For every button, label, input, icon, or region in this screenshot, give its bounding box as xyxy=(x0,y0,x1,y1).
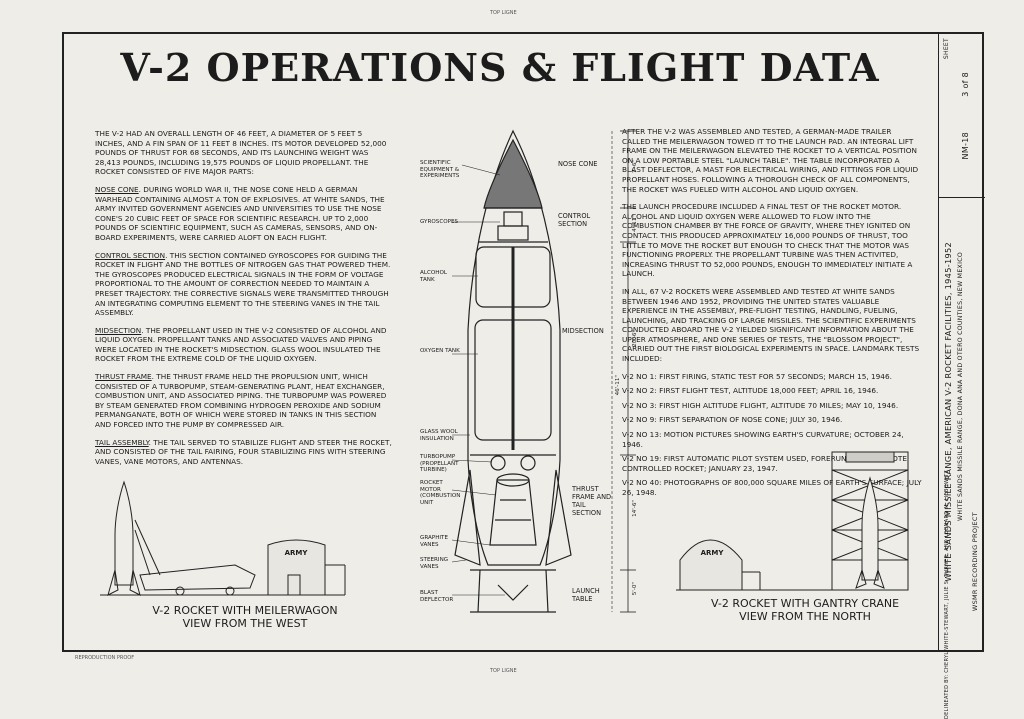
title-block: SHEET 3 of 8 NM-18 WHITE SANDS MISSILE R… xyxy=(938,32,985,652)
bottom-margin-label: TOP LIGNE xyxy=(490,668,517,674)
section-thrust-frame: THRUST FRAME AND TAIL SECTION xyxy=(572,485,612,517)
test-item: V-2 NO 3: FIRST HIGH ALTITUDE FLIGHT, AL… xyxy=(622,400,899,410)
army-sign-west: ARMY xyxy=(284,549,308,557)
test-item: V-2 NO 1: FIRST FIRING, STATIC TEST FOR … xyxy=(622,371,892,381)
history-paragraph: IN ALL, 67 V-2 ROCKETS WERE ASSEMBLED AN… xyxy=(622,286,920,364)
caption-west-view: V-2 ROCKET WITH MEILERWAGON VIEW FROM TH… xyxy=(152,604,338,630)
top-margin-label: TOP LIGNE xyxy=(490,10,517,16)
side-margin-label: REPRODUCTION PROOF xyxy=(75,655,135,661)
control-section-paragraph: CONTROL SECTION. THIS SECTION CONTAINED … xyxy=(95,250,391,318)
label-oxygen-tank: OXYGEN TANK xyxy=(420,348,460,354)
test-item: V-2 NO 40: PHOTOGRAPHS OF 800,000 SQUARE… xyxy=(622,478,922,497)
launch-procedure-paragraph: THE LAUNCH PROCEDURE INCLUDED A FINAL TE… xyxy=(622,202,913,279)
section-midsection: MIDSECTION xyxy=(562,327,604,335)
midsection-paragraph: MIDSECTION. THE PROPELLANT USED IN THE V… xyxy=(95,325,387,364)
dimension-midsection: 20'-6" xyxy=(632,330,638,347)
dimension-control: 4'-11" xyxy=(632,215,638,232)
label-rocket-motor: ROCKET MOTOR (COMBUSTION UNIT xyxy=(420,480,461,506)
intro-paragraph: THE V-2 HAD AN OVERALL LENGTH OF 46 FEET… xyxy=(95,129,387,177)
left-text-column: THE V-2 HAD AN OVERALL LENGTH OF 46 FEET… xyxy=(95,129,393,474)
section-control: CONTROL SECTION xyxy=(558,212,591,228)
dimension-nose: 7'-6" xyxy=(632,160,638,174)
label-blast-deflector: BLAST DEFLECTOR xyxy=(420,590,454,603)
launch-prep-paragraph: AFTER THE V-2 WAS ASSEMBLED AND TESTED, … xyxy=(622,127,919,194)
section-nose-cone: NOSE CONE xyxy=(558,160,598,168)
test-item: V-2 NO 19: FIRST AUTOMATIC PILOT SYSTEM … xyxy=(622,454,907,473)
page-title: V-2 OPERATIONS & FLIGHT DATA xyxy=(120,45,880,90)
section-launch-table: LAUNCH TABLE xyxy=(572,587,600,603)
army-sign-north: ARMY xyxy=(700,549,724,557)
test-item: V-2 NO 2: FIRST FLIGHT TEST, ALTITUDE 18… xyxy=(622,386,879,396)
drawing-sheet: TOP LIGNE TOP LIGNE REPRODUCTION PROOF S… xyxy=(62,10,985,719)
label-alcohol-tank: ALCOHOL TANK xyxy=(420,270,447,283)
dimension-launch: 5'-0" xyxy=(632,582,638,596)
label-turbopump: TURBOPUMP (PROPELLANT TURBINE) xyxy=(420,454,459,474)
label-steering-vanes: STEERING VANES xyxy=(420,557,449,570)
dimension-total: 46'-11" xyxy=(615,375,621,396)
right-text-column: AFTER THE V-2 WAS ASSEMBLED AND TESTED, … xyxy=(622,127,922,503)
test-item: V-2 NO 9: FIRST SEPARATION OF NOSE CONE;… xyxy=(622,415,843,425)
caption-north-view: V-2 ROCKET WITH GANTRY CRANE VIEW FROM T… xyxy=(710,597,900,623)
label-gyroscopes: GYROSCOPES xyxy=(420,219,459,225)
sheet-border xyxy=(62,32,984,652)
rocket-cutaway-diagram xyxy=(100,129,909,613)
label-graphite-vanes: GRAPHITE VANES xyxy=(420,535,449,548)
tail-assembly-paragraph: TAIL ASSEMBLY. THE TAIL SERVED TO STABIL… xyxy=(95,437,392,466)
label-scientific-equipment: SCIENTIFIC EQUIPMENT & EXPERIMENTS xyxy=(420,160,460,180)
label-glass-wool: GLASS WOOL INSULATION xyxy=(420,429,458,442)
nose-cone-paragraph: NOSE CONE. DURING WORLD WAR II, THE NOSE… xyxy=(95,184,385,242)
thrust-frame-paragraph: THRUST FRAME. THE THRUST FRAME HELD THE … xyxy=(95,372,387,430)
dimension-thrust: 14'-6" xyxy=(632,500,638,517)
test-item: V-2 NO 13: MOTION PICTURES SHOWING EARTH… xyxy=(622,430,904,449)
